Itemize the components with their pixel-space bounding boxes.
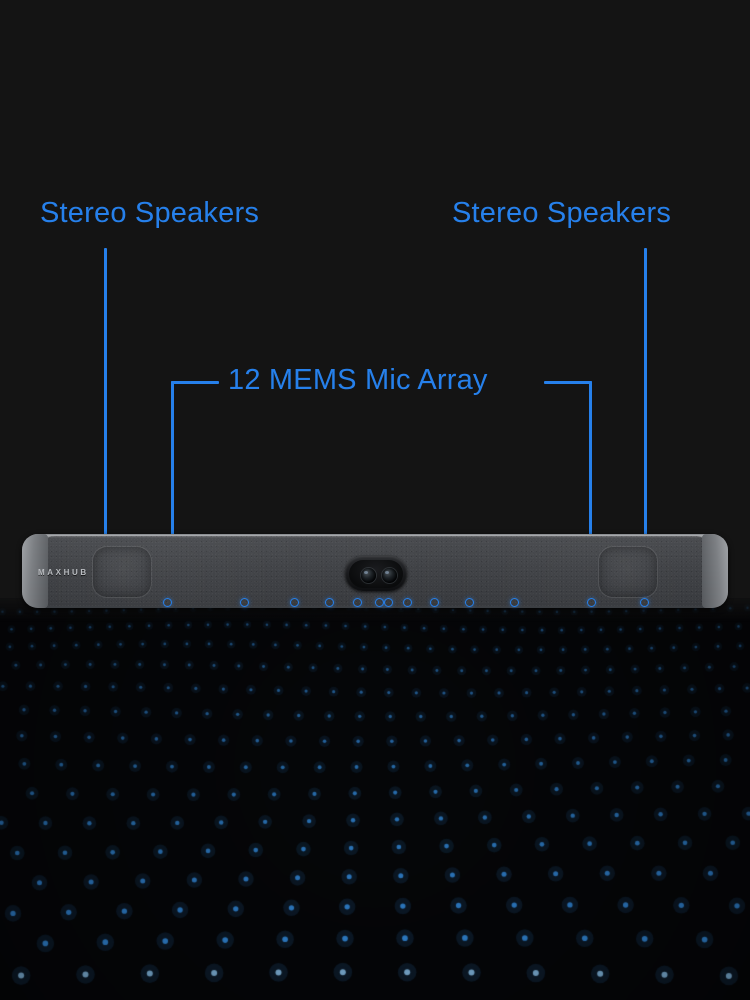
maxhub-brand-logo: MAXHUB <box>38 568 89 577</box>
leader-line-mic-right-vertical <box>589 381 592 603</box>
dot-wave-floor <box>0 598 750 1000</box>
speaker-grille-right <box>598 546 658 598</box>
mic-dot-3 <box>290 598 299 607</box>
leader-line-mic-left-horizontal <box>171 381 219 384</box>
device-top-highlight <box>42 535 708 538</box>
dual-lens-camera <box>345 556 407 591</box>
leader-line-stereo-right <box>644 248 647 580</box>
leader-line-mic-right-horizontal <box>544 381 592 384</box>
speaker-grille-left <box>92 546 152 598</box>
mic-dot-12 <box>587 598 596 607</box>
label-stereo-speakers-left: Stereo Speakers <box>40 197 260 229</box>
scene-alt-text: MAXHUB video bar with annotated stereo s… <box>0 0 1 1</box>
mic-dot-6 <box>375 598 384 607</box>
mic-dot-2 <box>240 598 249 607</box>
label-stereo-speakers-right: Stereo Speakers <box>452 197 672 229</box>
camera-lens-right <box>382 567 397 583</box>
camera-lens-left <box>361 567 376 583</box>
mic-dot-1 <box>163 598 172 607</box>
label-mic-array: 12 MEMS Mic Array <box>228 364 488 396</box>
leader-line-mic-left-vertical <box>171 381 174 603</box>
device-endcap-left <box>22 534 48 608</box>
device-endcap-right <box>702 534 728 608</box>
mic-dot-7 <box>384 598 393 607</box>
mic-dot-10 <box>465 598 474 607</box>
camera-housing-inner <box>349 559 403 588</box>
mic-dot-5 <box>353 598 362 607</box>
mic-dot-4 <box>325 598 334 607</box>
leader-line-stereo-left <box>104 248 107 580</box>
mic-dot-13 <box>640 598 649 607</box>
mic-dot-8 <box>403 598 412 607</box>
mic-dot-11 <box>510 598 519 607</box>
mic-dot-9 <box>430 598 439 607</box>
